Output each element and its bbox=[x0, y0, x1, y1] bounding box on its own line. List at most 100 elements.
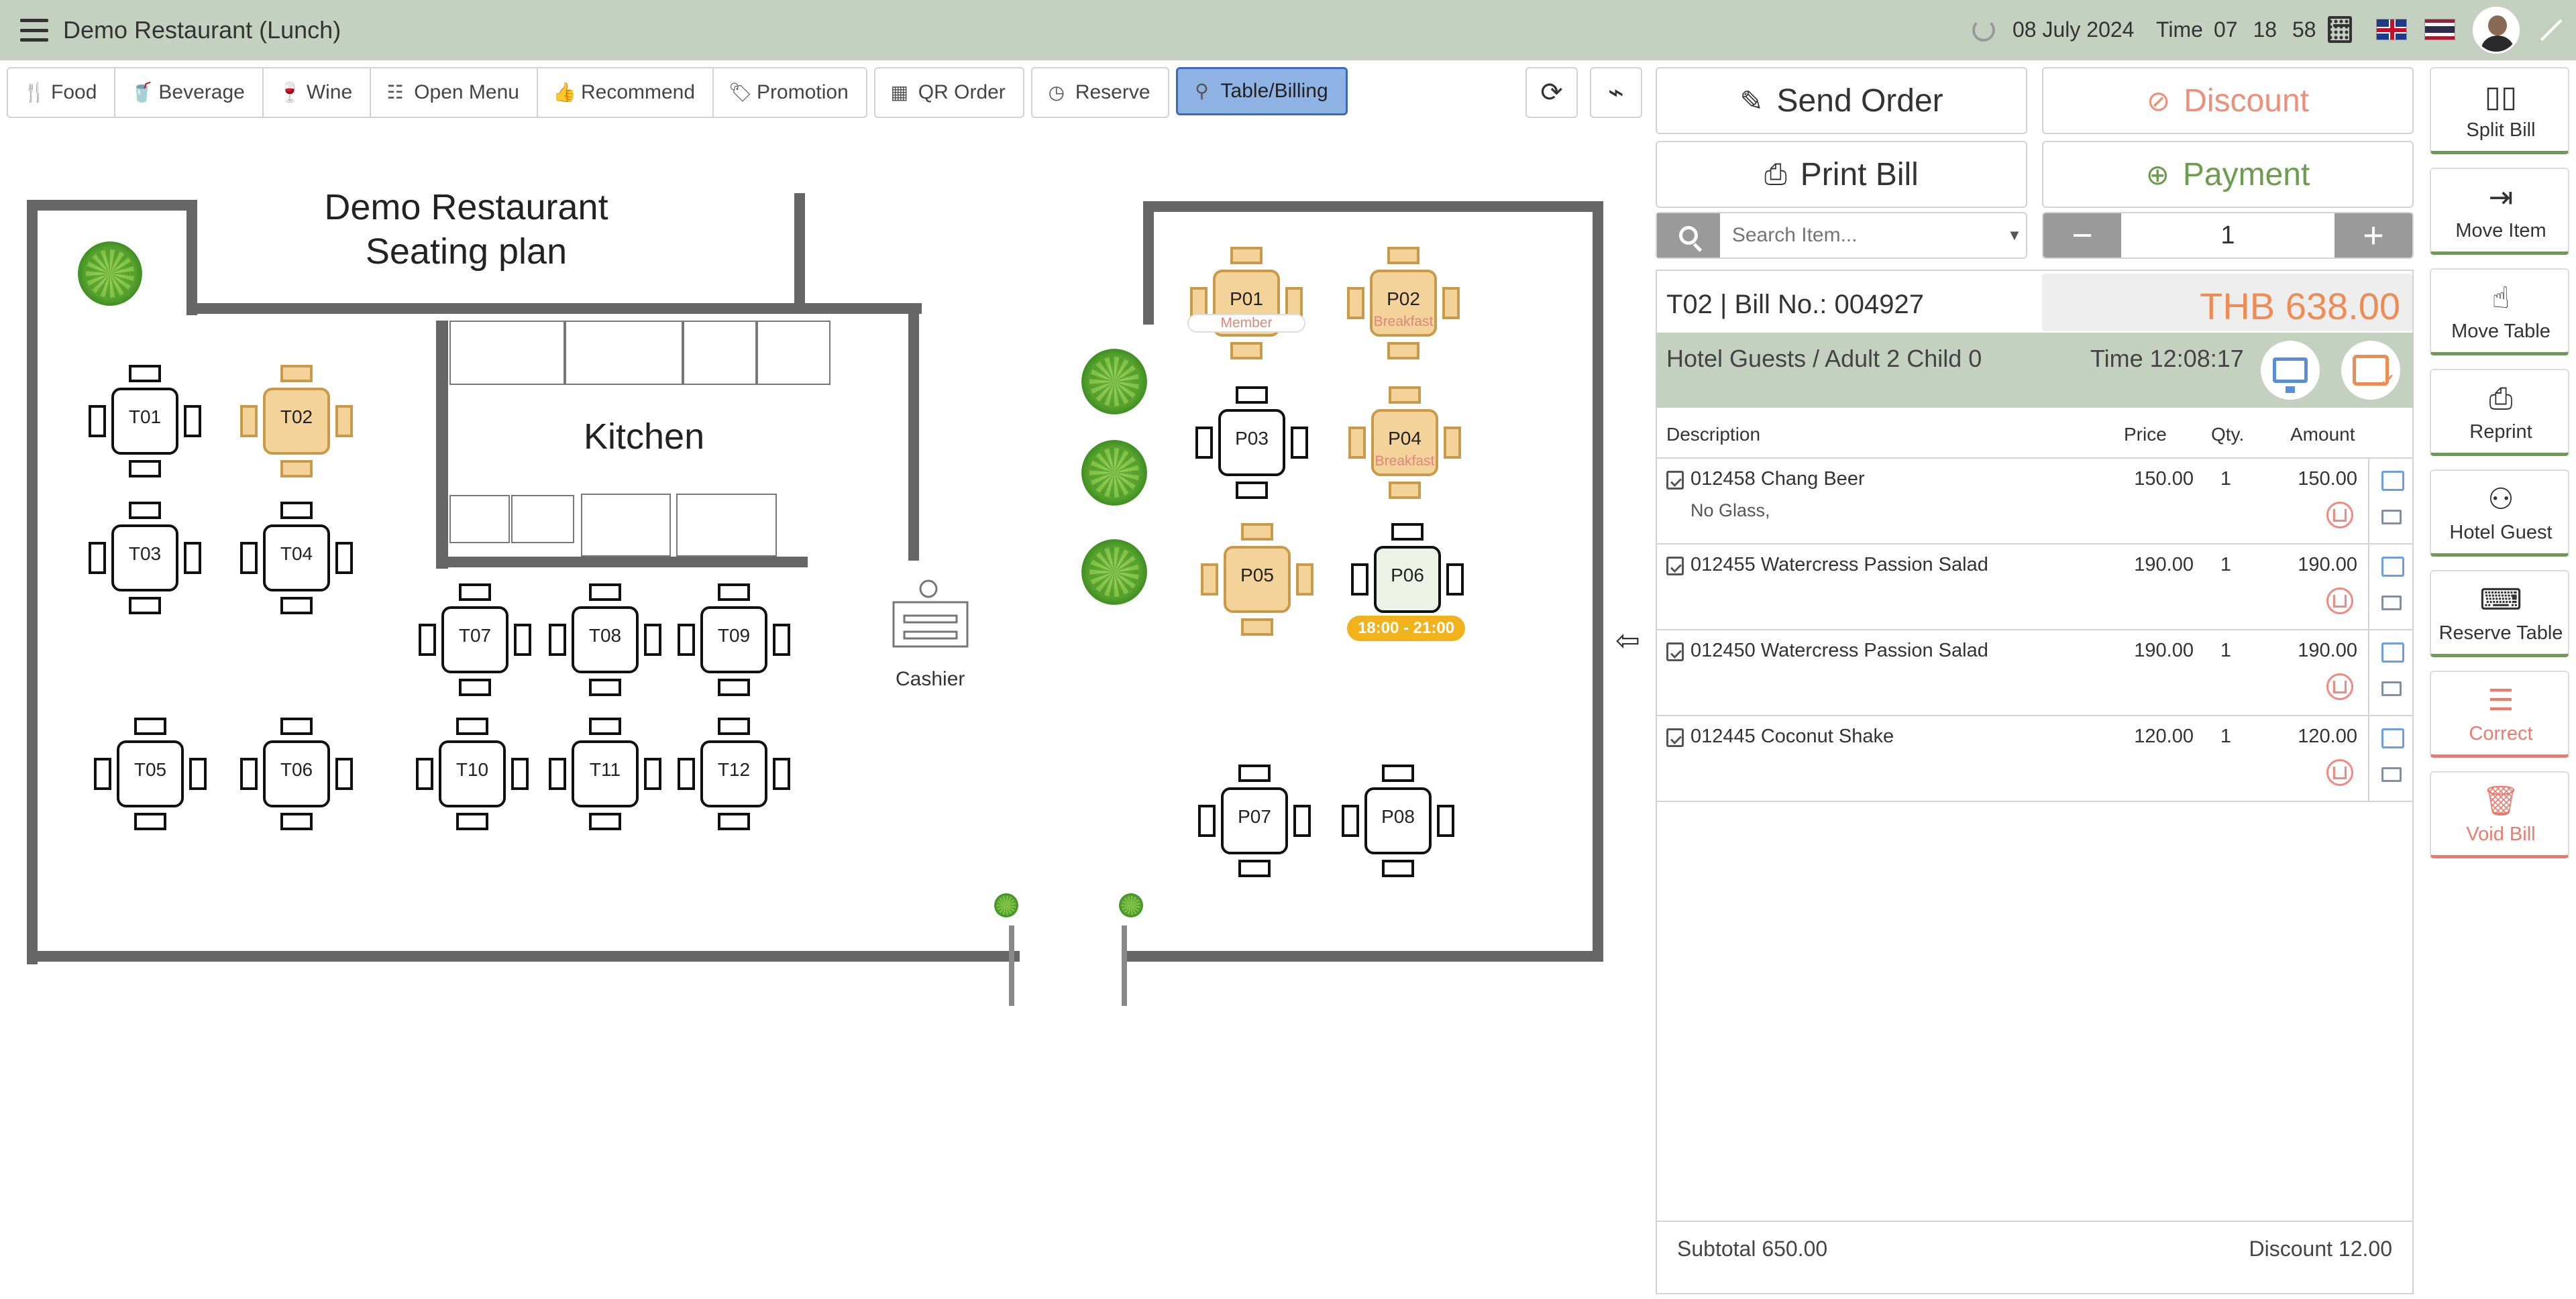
tab-food[interactable]: 🍴Food bbox=[8, 68, 116, 117]
table-t08[interactable]: T08 bbox=[546, 581, 664, 699]
move-item-button[interactable]: ⇥Move Item bbox=[2430, 168, 2569, 255]
table-p03[interactable]: P03 bbox=[1193, 384, 1311, 502]
monitor-icon[interactable] bbox=[2381, 596, 2402, 610]
table-p07[interactable]: P07 bbox=[1195, 762, 1313, 880]
avatar[interactable] bbox=[2473, 7, 2520, 54]
table-p05[interactable]: P05 bbox=[1198, 520, 1316, 638]
chair bbox=[1389, 386, 1421, 404]
delete-item-icon[interactable] bbox=[2326, 673, 2353, 700]
table-t01[interactable]: T01 bbox=[86, 362, 204, 480]
split-bill-button[interactable]: ▯▯Split Bill bbox=[2430, 67, 2569, 154]
table-icon: ⚲ bbox=[1195, 80, 1209, 101]
collapse-arrow-icon[interactable]: ⇦ bbox=[1615, 624, 1640, 657]
kitchen-stove bbox=[581, 494, 671, 557]
table-top bbox=[441, 606, 508, 673]
move-table-button[interactable]: ☝Move Table bbox=[2430, 268, 2569, 355]
plan-title-line: Demo Restaurant bbox=[324, 187, 608, 227]
chair bbox=[644, 758, 661, 790]
send-kitchen-icon[interactable] bbox=[2381, 471, 2404, 491]
delete-item-icon[interactable] bbox=[2326, 587, 2353, 614]
delete-item-icon[interactable] bbox=[2326, 759, 2353, 786]
table-t03[interactable]: T03 bbox=[86, 499, 204, 617]
qty-increment-button[interactable]: + bbox=[2334, 213, 2412, 258]
search-button[interactable] bbox=[1657, 213, 1720, 258]
edit-note-icon[interactable] bbox=[1666, 642, 1684, 661]
table-t07[interactable]: T07 bbox=[416, 581, 534, 699]
monitor-icon[interactable] bbox=[2381, 510, 2402, 524]
table-t06[interactable]: T06 bbox=[237, 715, 356, 833]
monitor-icon[interactable] bbox=[2381, 681, 2402, 696]
reprint-button[interactable]: ⎙Reprint bbox=[2430, 369, 2569, 456]
print-bill-button[interactable]: ⎙Print Bill bbox=[1656, 141, 2027, 208]
item-side-actions bbox=[2368, 459, 2412, 543]
table-t09[interactable]: T09 bbox=[675, 581, 793, 699]
expand-icon[interactable] bbox=[2540, 19, 2563, 42]
tab-label: Wine bbox=[306, 81, 353, 103]
item-side-actions bbox=[2368, 716, 2412, 801]
monitor-icon[interactable] bbox=[2381, 767, 2402, 782]
tab-wine[interactable]: 🍷Wine bbox=[264, 68, 372, 117]
table-t10[interactable]: T10 bbox=[413, 715, 531, 833]
edit-note-icon[interactable] bbox=[1666, 471, 1684, 490]
table-top bbox=[263, 740, 330, 807]
qty-value[interactable]: 1 bbox=[2121, 213, 2334, 258]
delete-item-icon[interactable] bbox=[2326, 502, 2353, 528]
chevron-down-icon[interactable]: ▼ bbox=[2007, 227, 2022, 243]
tab-recommend[interactable]: 👍Recommend bbox=[538, 68, 714, 117]
payment-button[interactable]: ⊕Payment bbox=[2042, 141, 2414, 208]
reserve-table-button[interactable]: ⌨Reserve Table bbox=[2430, 570, 2569, 657]
tab-label: Recommend bbox=[580, 81, 696, 103]
tab-promotion[interactable]: 🏷Promotion bbox=[714, 68, 866, 117]
qty-decrement-button[interactable]: − bbox=[2043, 213, 2121, 258]
clean-table-button[interactable]: ⌁ bbox=[1590, 67, 1642, 118]
kitchen-print-button[interactable] bbox=[2341, 341, 2400, 400]
chair bbox=[240, 758, 258, 790]
tab-reserve[interactable]: ◷Reserve bbox=[1032, 68, 1168, 117]
action-label: Void Bill bbox=[2466, 824, 2536, 845]
wall bbox=[436, 557, 808, 567]
chair bbox=[129, 365, 161, 382]
edit-note-icon[interactable] bbox=[1666, 728, 1684, 747]
table-t12[interactable]: T12 bbox=[675, 715, 793, 833]
hotel-guest-button[interactable]: ⚇Hotel Guest bbox=[2430, 469, 2569, 557]
refresh-icon[interactable] bbox=[1972, 19, 1995, 42]
flag-uk-icon[interactable] bbox=[2376, 19, 2407, 40]
send-kitchen-icon[interactable] bbox=[2381, 728, 2404, 748]
flag-thai-icon[interactable] bbox=[2424, 19, 2455, 40]
kitchen-counter bbox=[449, 495, 510, 543]
void-bill-button[interactable]: 🗑Void Bill bbox=[2430, 771, 2569, 858]
chair bbox=[511, 758, 529, 790]
table-t05[interactable]: T05 bbox=[91, 715, 209, 833]
search-input[interactable] bbox=[1719, 213, 2003, 258]
table-t11[interactable]: T11 bbox=[546, 715, 664, 833]
customer-display-button[interactable] bbox=[2261, 341, 2320, 400]
chair bbox=[644, 624, 661, 656]
send-order-button[interactable]: ✎Send Order bbox=[1656, 67, 2027, 134]
table-t04[interactable]: T04 bbox=[237, 499, 356, 617]
move-item-icon: ⇥ bbox=[2488, 181, 2514, 214]
correct-button[interactable]: ☰Correct bbox=[2430, 671, 2569, 758]
edit-note-icon[interactable] bbox=[1666, 557, 1684, 575]
reserve-group: ◷Reserve bbox=[1030, 67, 1169, 118]
sync-table-button[interactable]: ⟳ bbox=[1525, 67, 1578, 118]
table-p08[interactable]: P08 bbox=[1339, 762, 1457, 880]
tab-open-menu[interactable]: ☷Open Menu bbox=[371, 68, 538, 117]
wine-bottle-icon: 🍷 bbox=[278, 82, 302, 103]
clock-icon: ◷ bbox=[1048, 82, 1065, 103]
calculator-icon[interactable] bbox=[2328, 16, 2352, 43]
tab-table-billing[interactable]: ⚲Table/Billing bbox=[1175, 67, 1348, 115]
table-t02[interactable]: T02 bbox=[237, 362, 356, 480]
tab-qr-order[interactable]: ▦QR Order bbox=[875, 68, 1023, 117]
tab-beverage[interactable]: 🥤Beverage bbox=[115, 68, 264, 117]
send-kitchen-icon[interactable] bbox=[2381, 557, 2404, 577]
discount-button[interactable]: ⊘Discount bbox=[2042, 67, 2414, 134]
send-kitchen-icon[interactable] bbox=[2381, 642, 2404, 663]
hamburger-menu-icon[interactable] bbox=[20, 19, 48, 42]
